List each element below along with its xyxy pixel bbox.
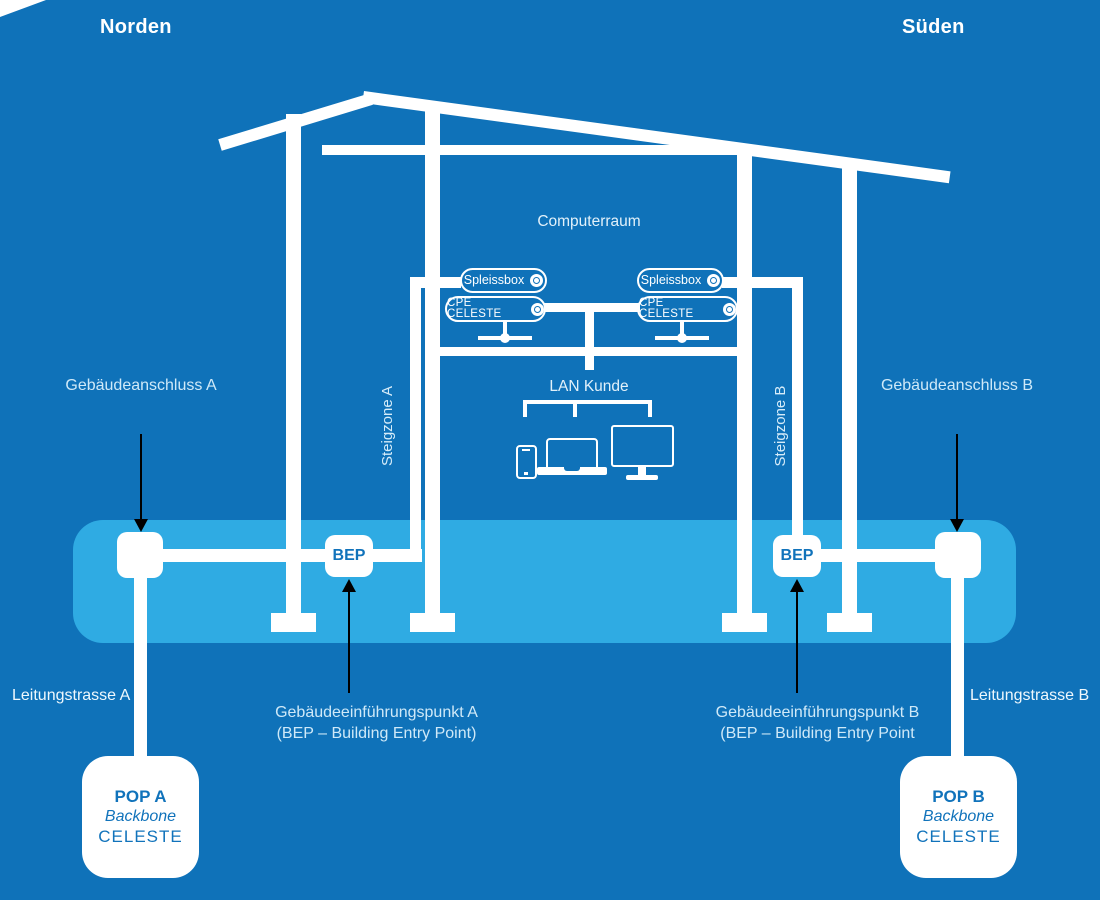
lan-bracket-prong-right <box>648 400 652 417</box>
bep-a-label: BEP <box>332 547 366 564</box>
bep-b-label: BEP <box>780 547 814 564</box>
wall-left-outer <box>286 114 301 618</box>
lan-node-b-stub <box>680 322 684 337</box>
spleissbox-a-pill: Spleissbox <box>460 268 547 293</box>
bep-note-a: Gebäudeeinführungspunkt A (BEP – Buildin… <box>249 702 504 744</box>
column-foot-right-outer <box>827 613 872 632</box>
corner-wedge-shape <box>0 0 46 17</box>
splice-port-icon <box>707 274 721 287</box>
pop-b-box: POP B Backbone CELESTE <box>900 756 1017 878</box>
laptop-notch-shape <box>564 467 580 471</box>
route-line-a <box>134 576 147 758</box>
wall-right-inner <box>737 152 752 618</box>
bep-note-a-line2: (BEP – Building Entry Point) <box>276 725 477 742</box>
lan-kunde-label: LAN Kunde <box>549 378 629 395</box>
spleissbox-b-label: Spleissbox <box>640 273 702 288</box>
compass-north-label: Norden <box>100 16 172 38</box>
entry-square-a <box>117 532 163 578</box>
arrowhead-bep-a <box>342 579 356 592</box>
spleissbox-b-pill: Spleissbox <box>637 268 724 293</box>
column-foot-left-outer <box>271 613 316 632</box>
arrowhead-building-connection-b <box>950 519 964 532</box>
lan-bracket-bar <box>523 400 652 404</box>
room-floor-left <box>440 347 585 356</box>
lan-node-b-dot <box>677 333 687 343</box>
bep-note-b: Gebäudeeinführungspunkt B (BEP – Buildin… <box>690 702 945 744</box>
arrowhead-building-connection-a <box>134 519 148 532</box>
laptop-base-shape <box>537 467 607 475</box>
building-connection-b-label: Gebäudeanschluss B <box>880 377 1034 394</box>
lan-node-a-stub <box>503 322 507 337</box>
basement-band <box>73 520 1016 643</box>
splice-port-icon <box>531 302 544 316</box>
riser-stub-a <box>413 277 461 288</box>
lan-drop-line <box>585 306 594 370</box>
wall-right-outer <box>842 165 857 618</box>
pop-b-network: Backbone <box>922 808 995 825</box>
bep-b-box: BEP <box>773 535 821 577</box>
cpe-b-label: CPE CELESTE <box>639 296 694 320</box>
arrow-building-connection-b <box>956 434 958 520</box>
riser-line-a <box>410 277 421 562</box>
cpe-a-label: CPE CELESTE <box>447 296 502 320</box>
riser-line-b <box>792 277 803 536</box>
monitor-stand-shape <box>638 466 646 476</box>
smartphone-icon <box>516 445 537 479</box>
riser-stub-b <box>722 277 803 288</box>
pop-a-network: Backbone <box>104 808 177 825</box>
splice-port-icon <box>530 274 544 287</box>
arrowhead-bep-b <box>790 579 804 592</box>
cpe-b-pill: CPE CELESTE <box>637 296 738 322</box>
pop-b-name: POP B <box>932 787 985 806</box>
connector-bep-b-to-square-b <box>818 549 938 562</box>
pop-b-operator: CELESTE <box>916 827 1001 846</box>
wall-left-inner <box>425 103 440 618</box>
bep-note-b-line2: (BEP – Building Entry Point <box>720 725 915 742</box>
steigzone-a-label: Steigzone A <box>379 385 396 467</box>
ceiling-beam <box>322 145 750 155</box>
route-line-b <box>951 576 964 758</box>
cpe-a-pill: CPE CELESTE <box>445 296 546 322</box>
computer-room-title: Computerraum <box>537 213 641 230</box>
roof-right-beam <box>362 91 951 184</box>
bep-a-box: BEP <box>325 535 373 577</box>
lan-bracket-prong-left <box>523 400 527 417</box>
pop-a-operator: CELESTE <box>98 827 183 846</box>
bep-note-a-line1: Gebäudeeinführungspunkt A <box>275 704 478 721</box>
lan-node-a-dot <box>500 333 510 343</box>
column-foot-right-inner <box>722 613 767 632</box>
leitungstrasse-a-label: Leitungstrasse A <box>12 687 131 704</box>
spleissbox-a-label: Spleissbox <box>463 273 525 288</box>
arrow-bep-a <box>348 591 350 693</box>
arrow-building-connection-a <box>140 434 142 520</box>
bep-note-b-line1: Gebäudeeinführungspunkt B <box>715 704 920 721</box>
pop-a-name: POP A <box>114 787 167 806</box>
monitor-base-shape <box>626 475 658 480</box>
arrow-bep-b <box>796 591 798 693</box>
steigzone-b-label: Steigzone B <box>772 385 789 467</box>
pop-a-box: POP A Backbone CELESTE <box>82 756 199 878</box>
column-foot-left-inner <box>410 613 455 632</box>
compass-south-label: Süden <box>902 16 965 38</box>
leitungstrasse-b-label: Leitungstrasse B <box>970 687 1090 704</box>
lan-bracket-prong-mid <box>573 400 577 417</box>
laptop-icon <box>546 438 598 469</box>
connector-square-a-to-bep-a <box>150 549 330 562</box>
room-floor-right <box>594 347 740 356</box>
connector-bep-a-to-riser <box>370 549 422 562</box>
entry-square-b <box>935 532 981 578</box>
building-connection-a-label: Gebäudeanschluss A <box>65 377 217 394</box>
monitor-icon <box>611 425 674 467</box>
splice-port-icon <box>723 302 736 316</box>
